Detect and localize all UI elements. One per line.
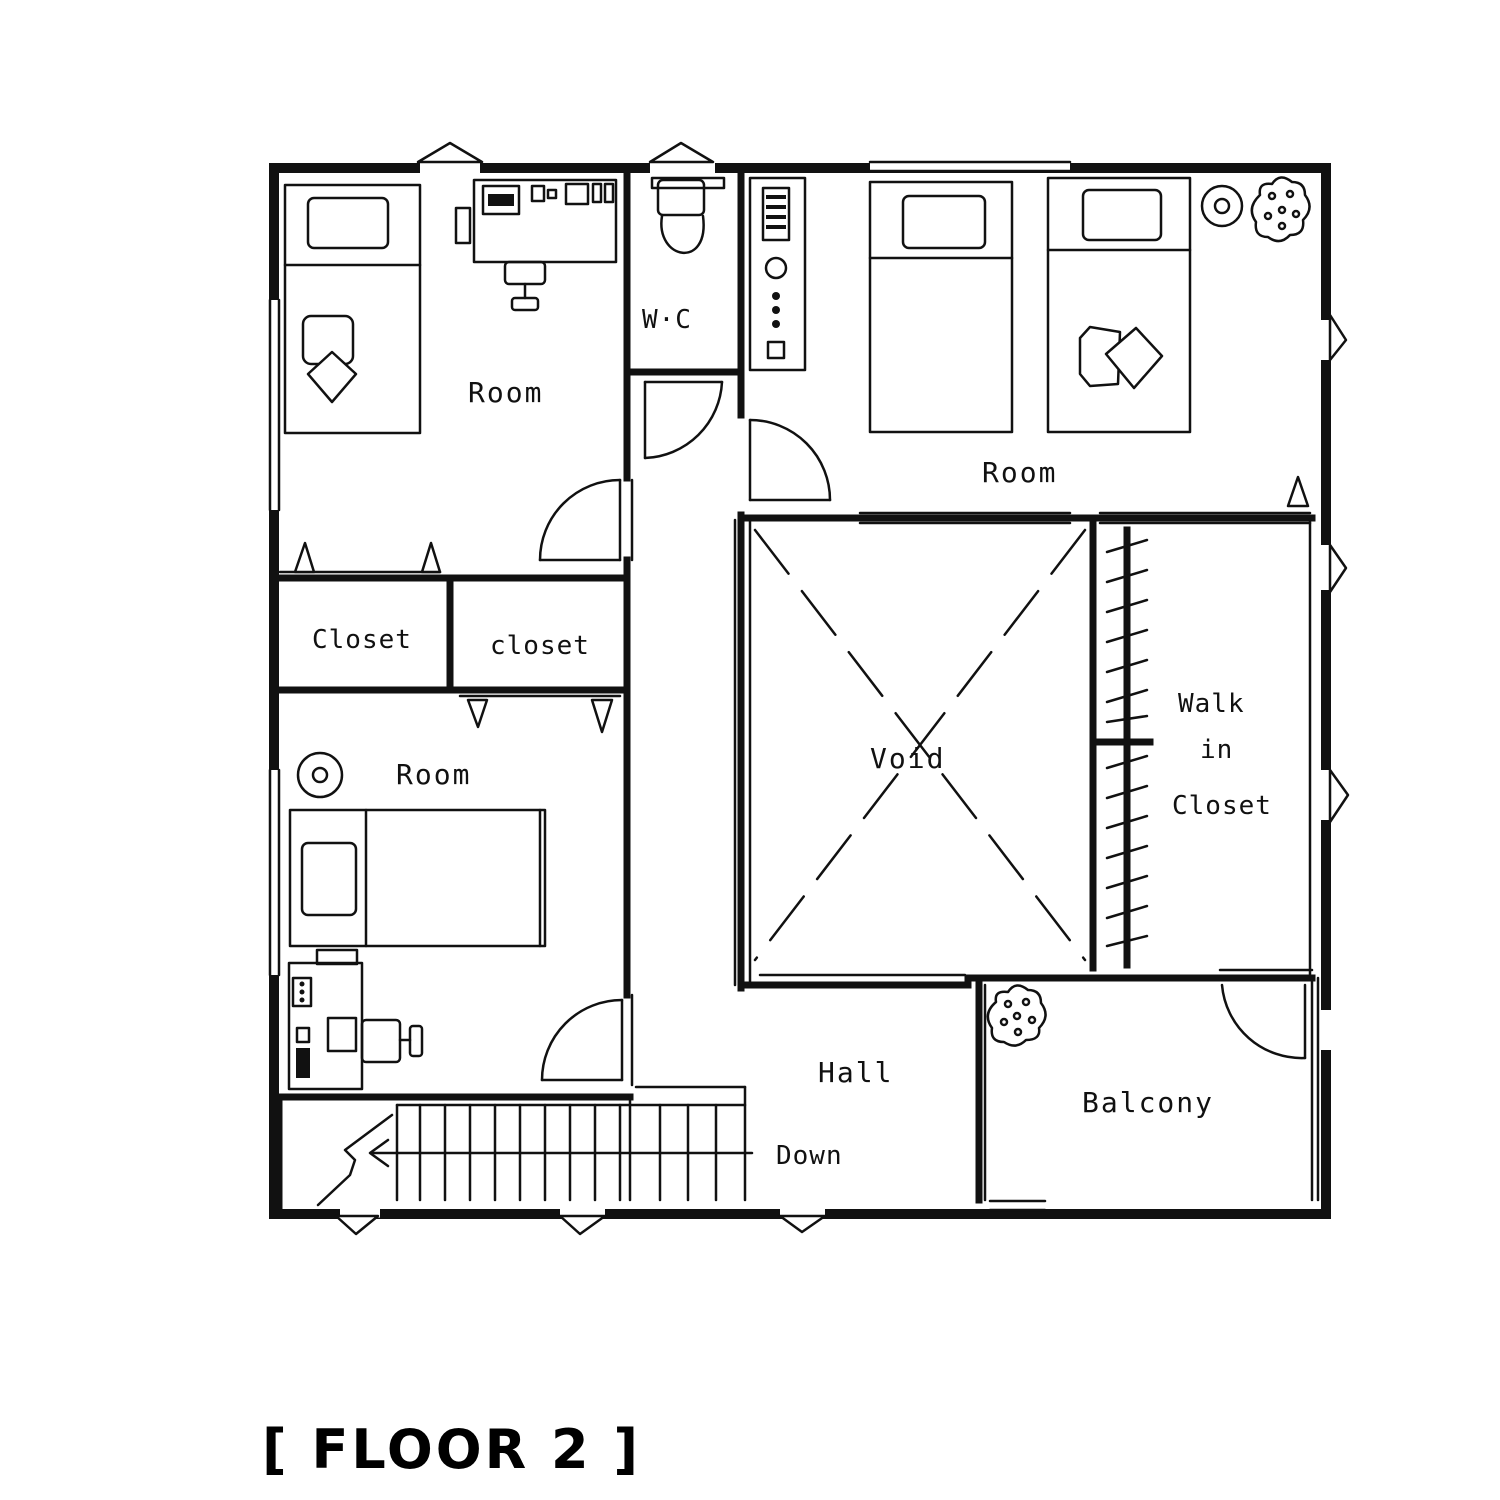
closet-rail	[1105, 526, 1149, 969]
dresser-top-right	[748, 176, 807, 372]
label-room-top-left: Room	[468, 376, 543, 409]
toilet	[650, 176, 726, 255]
label-closet-left: Closet	[312, 625, 412, 655]
plant-top-right	[1250, 176, 1311, 243]
trash-bin-bottom-left	[296, 751, 344, 799]
label-room-top-right: Room	[982, 456, 1057, 489]
interior-walls	[275, 168, 1320, 1214]
label-wc: W·C	[642, 305, 692, 335]
floor-title: [ FLOOR 2 ]	[262, 1418, 642, 1481]
void-cross	[753, 528, 1087, 962]
desk-top-left	[454, 178, 618, 312]
label-walk-in-line-3: Closet	[1172, 791, 1272, 821]
bed-bottom-left	[288, 808, 547, 948]
label-balcony: Balcony	[1082, 1086, 1214, 1119]
exterior-walls	[268, 141, 1350, 1236]
label-stairs-down: Down	[776, 1141, 843, 1171]
bed-top-left	[283, 183, 422, 435]
plant-balcony	[986, 984, 1047, 1047]
trash-bin-top-right	[1200, 184, 1244, 228]
label-walk-in-line-1: Walk	[1178, 689, 1245, 719]
label-hall: Hall	[818, 1056, 893, 1089]
label-walk-in-line-2: in	[1200, 735, 1233, 765]
label-closet-right: closet	[490, 631, 590, 661]
bed-top-right-2	[1046, 176, 1192, 434]
label-void: Void	[870, 742, 945, 775]
desk-bottom-left	[287, 948, 424, 1091]
door-swings	[538, 380, 1307, 1082]
bed-top-right-1	[868, 180, 1014, 434]
label-room-bottom-left: Room	[396, 758, 471, 791]
staircase	[316, 1085, 754, 1207]
